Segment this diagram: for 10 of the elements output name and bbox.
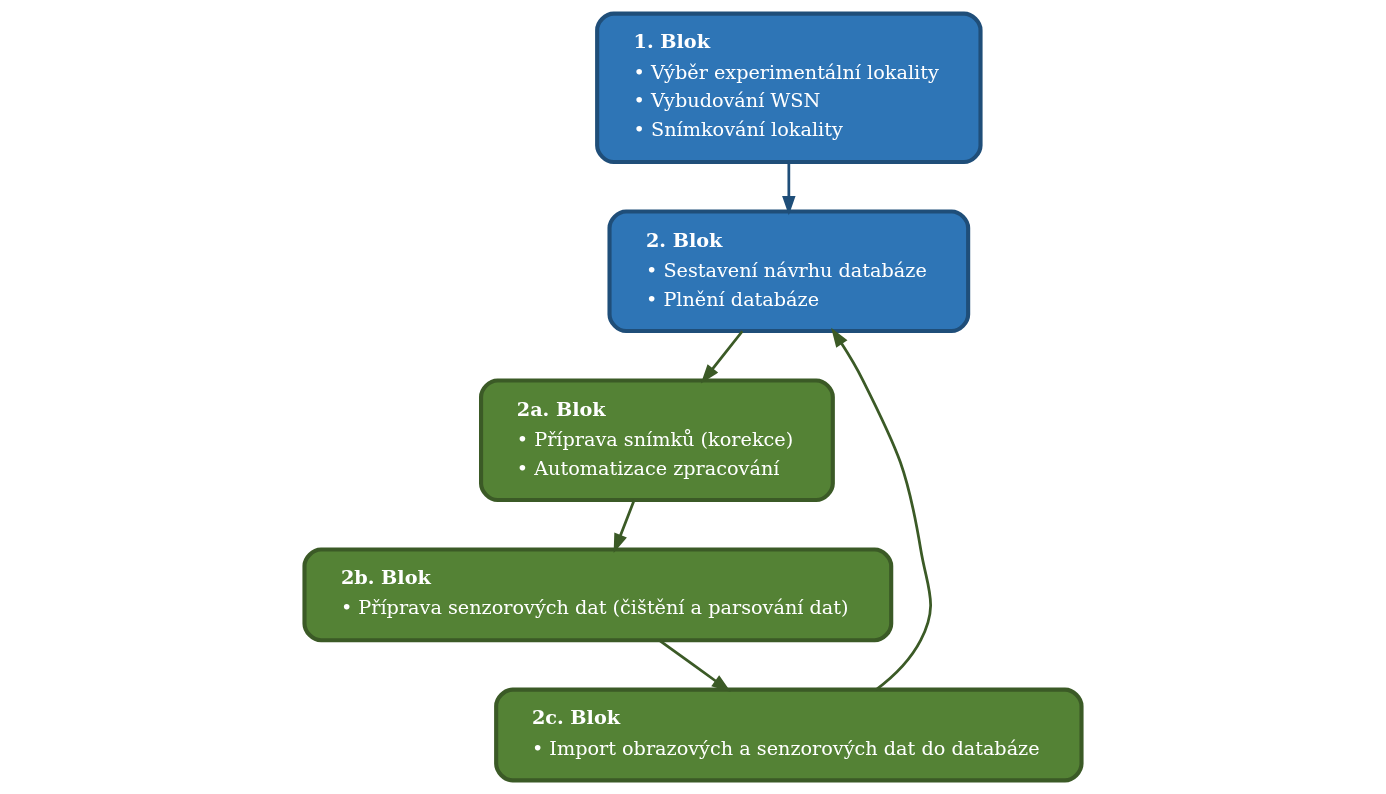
arrow [831, 327, 932, 691]
node-box: 2a. Blok • Příprava snímků (korekce) • Automatizace zpracování [479, 378, 835, 503]
arrow [782, 162, 796, 216]
arrow [700, 330, 744, 384]
arrow [658, 639, 731, 692]
node-box: 2. Blok • Sestavení návrhu databáze • Plnění databáze [607, 209, 971, 334]
node-box: 2c. Blok • Import obrazových a senzorových dat do databáze [494, 687, 1084, 783]
node-box: 1. Blok • Výběr experimentální lokality • Vybudování WSN • Snímkování lokality [595, 11, 983, 165]
node-box: 2b. Blok • Příprava senzorových dat (čištění a parsování dat) [302, 547, 894, 643]
arrow [613, 499, 636, 553]
